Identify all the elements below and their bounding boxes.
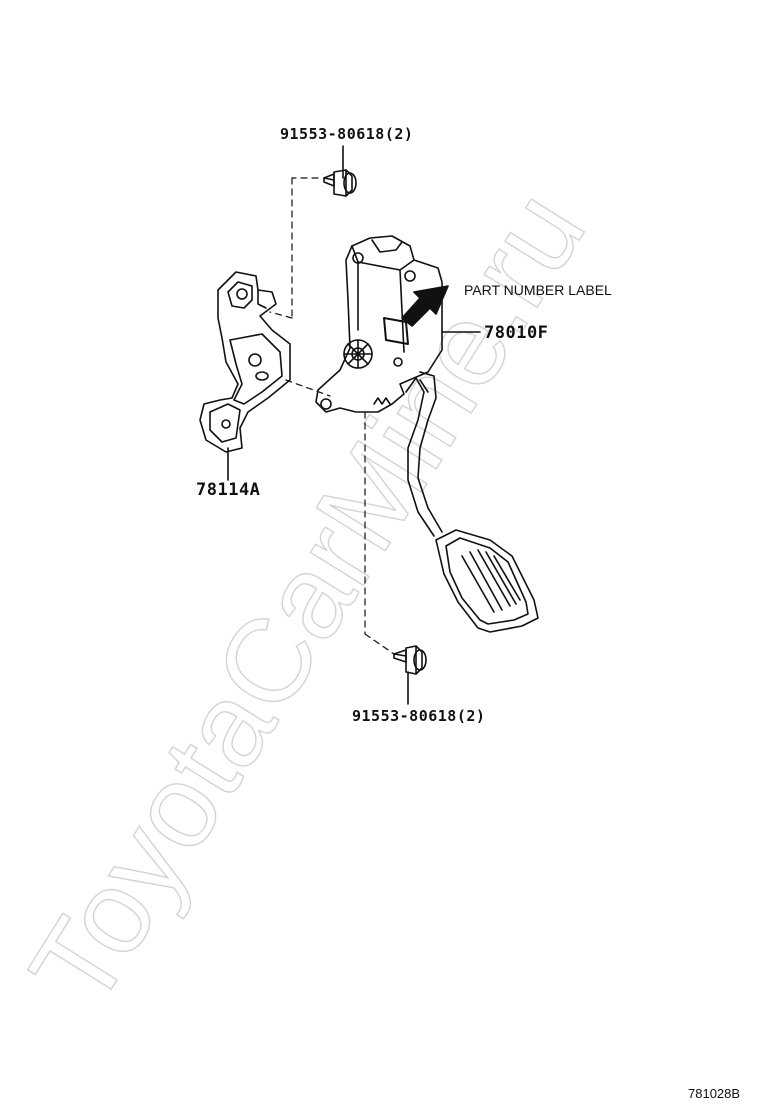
- callout-bolt-bottom: 91553-80618(2): [352, 707, 486, 725]
- callout-pedal-assembly: 78010F: [484, 323, 549, 343]
- figure-number: 781028B: [688, 1086, 741, 1101]
- callout-label-note: PART NUMBER LABEL: [464, 282, 612, 298]
- pedal-assembly-78010f-icon: [315, 235, 539, 633]
- callout-bracket: 78114A: [196, 480, 261, 500]
- bolt-top-icon: [323, 169, 357, 197]
- callout-bolt-top: 91553-80618(2): [280, 125, 414, 143]
- bolt-bottom-icon: [393, 645, 427, 675]
- bracket-78114a-icon: [199, 271, 291, 453]
- assembly-lines: [269, 177, 395, 655]
- label-arrow-icon: [401, 285, 449, 327]
